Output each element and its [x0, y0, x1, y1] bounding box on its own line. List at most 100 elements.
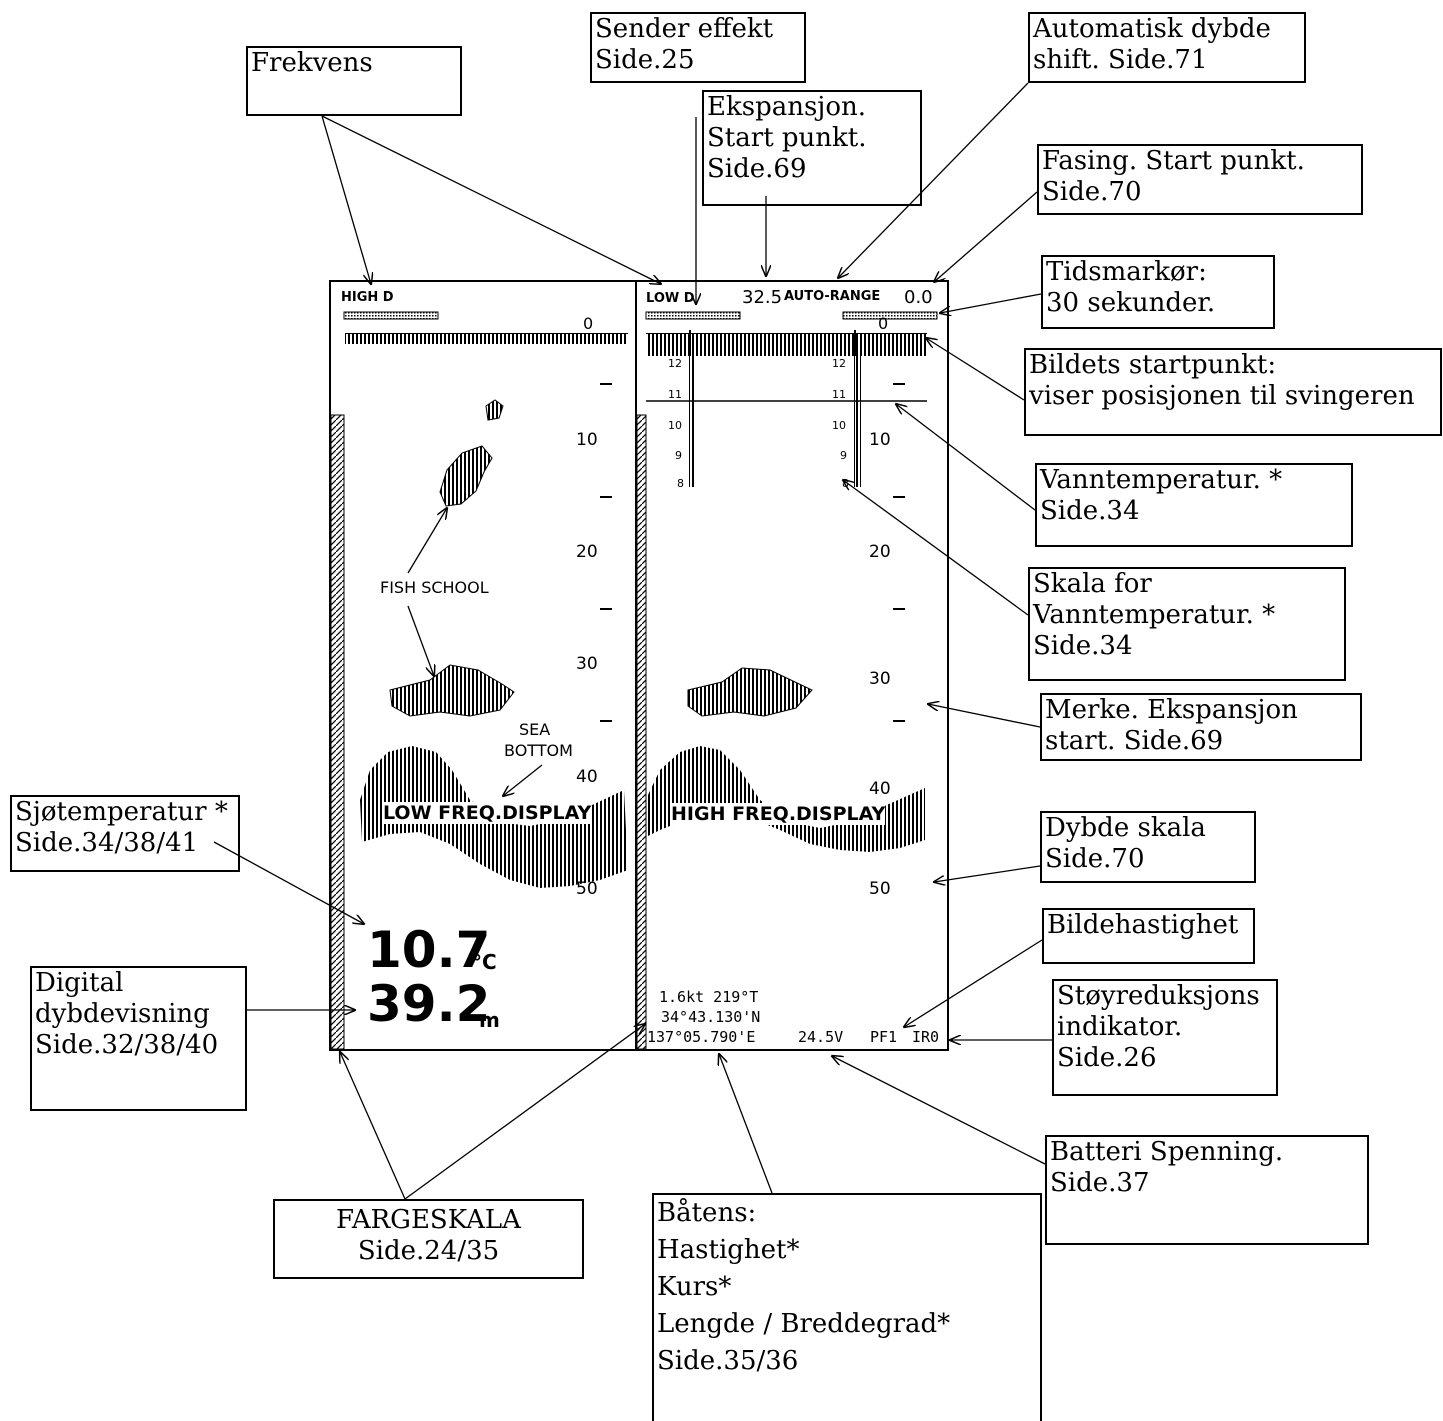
temp-scale-label-left: 10 [668, 419, 682, 432]
fish-school-label: FISH SCHOOL [380, 578, 489, 597]
callout-text: Side.35/36 [657, 1346, 799, 1376]
callout-text: Ekspansjon. [707, 92, 867, 122]
fish-echo-small [485, 399, 504, 421]
callout-stoyreduksjon: Støyreduksjons indikator. Side.26 [1052, 979, 1278, 1096]
sea-bottom-left [360, 746, 628, 888]
temp-scale-left-graphic [689, 330, 696, 487]
depth-label-left: 10 [576, 430, 598, 450]
speed-course-readout: 1.6kt 219°T [659, 988, 759, 1006]
callout-text: Side.70 [1045, 844, 1145, 874]
callout-text: Lengde / Breddegrad* [657, 1309, 951, 1339]
callout-text: Sjøtemperatur * [15, 797, 228, 827]
depth-label-right: 50 [869, 879, 891, 899]
zero-line-right [646, 333, 927, 356]
callout-text: Start punkt. [707, 123, 867, 153]
callout-text: dybdevisning [35, 999, 210, 1029]
depth-label-left: 20 [576, 542, 598, 562]
callout-ekspansjon: Ekspansjon. Start punkt. Side.69 [702, 90, 922, 206]
callout-text: Dybde skala [1045, 813, 1206, 843]
callout-sjotemperatur: Sjøtemperatur * Side.34/38/41 [10, 795, 240, 872]
callout-fargeskala: FARGESKALA Side.24/35 [273, 1199, 584, 1279]
depth-label-right: 30 [869, 669, 891, 689]
sea-bottom-label: SEA [519, 720, 551, 739]
temp-scale-label-left: 9 [675, 449, 682, 462]
callout-text: Side.26 [1057, 1043, 1157, 1073]
callout-text: Side.70 [1042, 177, 1142, 207]
callout-text: shift. Side.71 [1033, 45, 1208, 75]
callout-text: start. Side.69 [1045, 726, 1224, 756]
depth-label-right: 20 [869, 542, 891, 562]
callout-text: Støyreduksjons [1057, 981, 1260, 1011]
depth-label-left: 50 [576, 879, 598, 899]
callout-text: Automatisk dybde [1033, 14, 1271, 44]
callout-vanntemperatur: Vanntemperatur. * Side.34 [1035, 463, 1353, 547]
zero-line-left [345, 333, 628, 344]
callout-text: Vanntemperatur. * [1040, 465, 1283, 495]
callout-text: indikator. [1057, 1012, 1183, 1042]
callout-text: Merke. Ekspansjon [1045, 695, 1298, 725]
latitude-readout: 34°43.130'N [661, 1008, 761, 1026]
callout-merke-ekspansjon: Merke. Ekspansjon start. Side.69 [1040, 693, 1362, 761]
callout-text: Side.34/38/41 [15, 828, 199, 858]
callout-tidsmarkor: Tidsmarkør: 30 sekunder. [1041, 255, 1275, 329]
high-freq-display-label: HIGH FREQ.DISPLAY [671, 803, 886, 825]
zero-label-left: 0 [583, 314, 594, 333]
callout-sender-effekt: Sender effekt Side.25 [590, 12, 806, 83]
callout-text: Side.25 [595, 45, 695, 75]
tx-power-bar-left [343, 311, 439, 320]
color-scale-left [330, 414, 345, 1050]
callout-text: Side.34 [1040, 496, 1140, 526]
callout-text: Frekvens [251, 48, 373, 78]
leader-lines [213, 82, 1052, 1200]
temp-scale-label-right: 11 [832, 388, 846, 401]
battery-voltage-readout: 24.5V [798, 1028, 844, 1046]
depth-readout: 39.2 [367, 975, 491, 1033]
picture-speed-readout: PF1 [870, 1028, 898, 1046]
zero-label-right: 0 [878, 314, 889, 333]
callout-fasing: Fasing. Start punkt. Side.70 [1037, 144, 1363, 215]
callout-text: Bildehastighet [1047, 910, 1239, 940]
callout-text: Hastighet* [657, 1235, 800, 1265]
callout-text: Side.32/38/40 [35, 1030, 219, 1060]
callout-batteri: Batteri Spenning. Side.37 [1045, 1135, 1369, 1245]
fish-school-echo-left [389, 664, 515, 717]
temp-scale-label-left: 11 [668, 388, 682, 401]
tx-power-bar-right [645, 311, 741, 320]
auto-range-label: AUTO-RANGE [784, 289, 881, 304]
depth-label-right: 10 [869, 430, 891, 450]
temp-scale-label-right: 10 [832, 419, 846, 432]
callout-text: viser posisjonen til svingeren [1029, 381, 1415, 411]
callout-text: Vanntemperatur. * [1033, 600, 1276, 630]
color-scale-right [636, 414, 647, 1050]
fish-school-echo-right [687, 667, 813, 717]
callout-text: Side.24/35 [357, 1236, 500, 1266]
low-freq-display-label: LOW FREQ.DISPLAY [383, 802, 592, 824]
sea-bottom-right [648, 746, 925, 852]
screen-divider [635, 280, 637, 1051]
callout-frekvens: Frekvens [246, 46, 462, 116]
callout-text: Side.69 [707, 154, 807, 184]
fish-school-echo-upper [439, 445, 493, 507]
fish-school-arrow-up [407, 508, 447, 574]
depth-label-left: 40 [576, 767, 598, 787]
left-frequency-label: HIGH D [341, 290, 394, 305]
callout-text: Batteri Spenning. [1050, 1137, 1284, 1167]
callout-text: Digital [35, 968, 124, 998]
callout-text: 30 sekunder. [1046, 288, 1216, 318]
callout-bildehastighet: Bildehastighet [1042, 908, 1255, 964]
temp-scale-label-left: 8 [677, 477, 684, 490]
sea-bottom-arrow [503, 764, 543, 796]
tx-power-bar-right-2 [842, 311, 938, 320]
callout-text: Båtens: [657, 1198, 757, 1228]
callout-text: Tidsmarkør: [1046, 257, 1207, 287]
tx-power-value: 32.5 [742, 287, 783, 308]
callout-text: Skala for [1033, 569, 1152, 599]
interference-rejection-readout: IR0 [912, 1028, 940, 1046]
depth-unit: m [479, 1008, 500, 1032]
callout-text: Fasing. Start punkt. [1042, 146, 1305, 176]
callout-text: FARGESKALA [336, 1205, 521, 1235]
right-frequency-label: LOW D [646, 291, 695, 306]
water-temp-unit: °C [472, 950, 497, 974]
temp-scale-right-graphic [854, 330, 861, 487]
